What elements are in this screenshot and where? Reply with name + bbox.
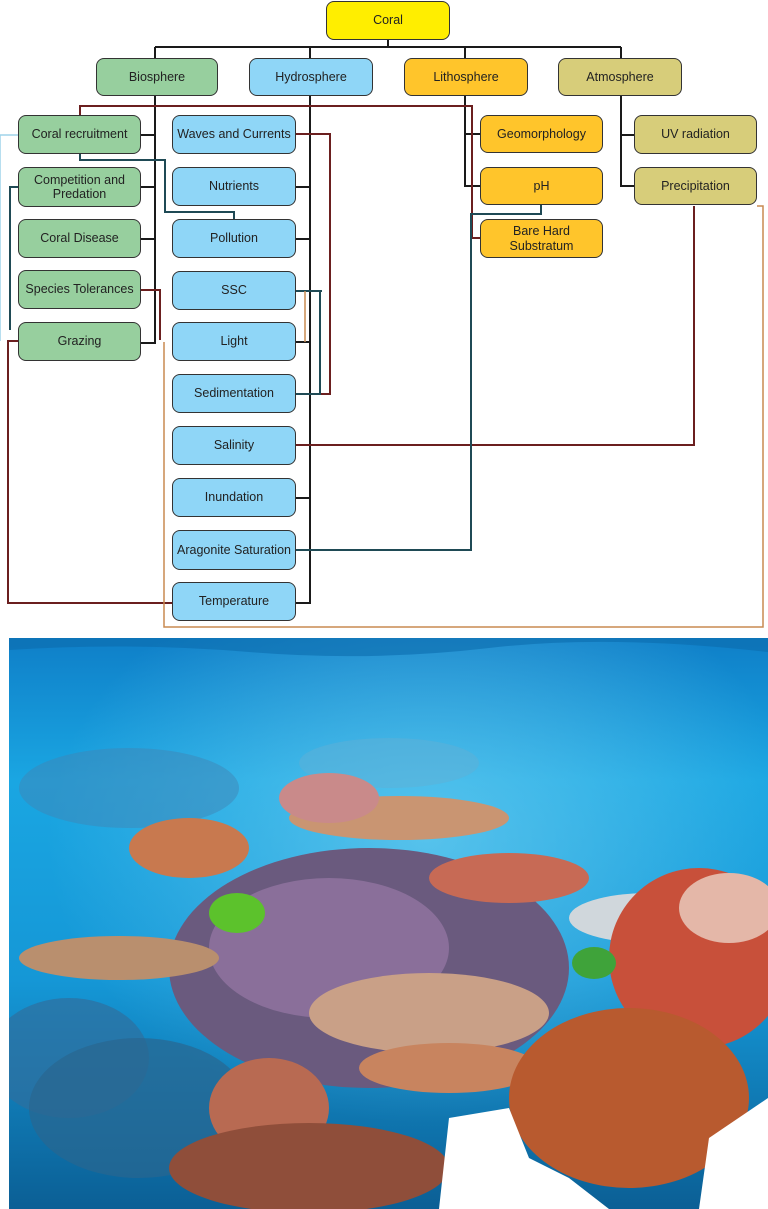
hydrosphere-item-salinity: Salinity xyxy=(172,426,296,465)
hydrosphere-item-aragonite-saturation: Aragonite Saturation xyxy=(172,530,296,570)
hydrosphere-item-inundation: Inundation xyxy=(172,478,296,517)
category-lithosphere: Lithosphere xyxy=(404,58,528,96)
biosphere-item-species-tolerances: Species Tolerances xyxy=(18,270,141,309)
category-biosphere: Biosphere xyxy=(96,58,218,96)
category-hydrosphere: Hydrosphere xyxy=(249,58,373,96)
hydrosphere-item-light: Light xyxy=(172,322,296,361)
coral-reef-photo xyxy=(9,638,768,1209)
lithosphere-item-geomorphology: Geomorphology xyxy=(480,115,603,153)
atmosphere-item-precipitation: Precipitation xyxy=(634,167,757,205)
hydrosphere-item-temperature: Temperature xyxy=(172,582,296,621)
biosphere-item-coral-disease: Coral Disease xyxy=(18,219,141,258)
hydrosphere-item-pollution: Pollution xyxy=(172,219,296,258)
root-node-coral: Coral xyxy=(326,1,450,40)
hydrosphere-item-waves-currents: Waves and Currents xyxy=(172,115,296,154)
atmosphere-item-uv-radiation: UV radiation xyxy=(634,115,757,154)
biosphere-item-grazing: Grazing xyxy=(18,322,141,361)
biosphere-item-competition-predation: Competition and Predation xyxy=(18,167,141,207)
biosphere-item-coral-recruitment: Coral recruitment xyxy=(18,115,141,154)
lithosphere-item-ph: pH xyxy=(480,167,603,205)
hydrosphere-item-ssc: SSC xyxy=(172,271,296,310)
hydrosphere-item-nutrients: Nutrients xyxy=(172,167,296,206)
connector-lines xyxy=(0,40,764,628)
category-atmosphere: Atmosphere xyxy=(558,58,682,96)
hydrosphere-item-sedimentation: Sedimentation xyxy=(172,374,296,413)
coral-factors-diagram: Coral Biosphere Hydrosphere Lithosphere … xyxy=(0,1,764,628)
lithosphere-item-bare-hard-substratum: Bare Hard Substratum xyxy=(480,219,603,258)
